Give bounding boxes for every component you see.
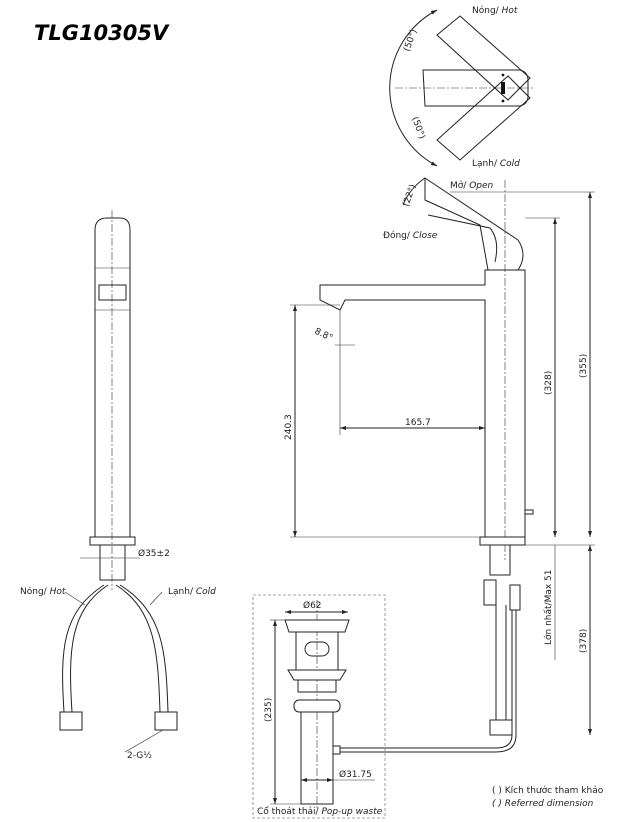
open-label-en: Open <box>469 181 493 191</box>
front-cold-label-en: Cold <box>196 587 216 597</box>
lever-angle: (22°) <box>401 183 418 208</box>
body-height: (328) <box>544 371 554 395</box>
max-thickness: Lớn nhất/Max 51 <box>543 570 554 646</box>
front-hot-label: Nóng/ <box>20 586 48 597</box>
note-reference-vi: ( ) Kích thước tham khảo <box>492 785 604 796</box>
side-view: 240.3 165.7 8.8° (328) (355) (378) Lớn n… <box>284 177 595 753</box>
spout-angle: 8.8° <box>313 327 334 344</box>
popup-top-diameter: Ø62 <box>303 600 322 611</box>
open-label: Mở/ <box>450 180 467 191</box>
top-cold-label-en: Cold <box>500 159 520 169</box>
popup-caption: Cổ thoát thải/ <box>257 806 320 817</box>
popup-caption-en: Pop-up waste <box>321 807 382 817</box>
popup-height: (235) <box>264 698 274 722</box>
top-hot-label-en: Hot <box>502 6 518 16</box>
below-deck-length: (378) <box>579 629 589 653</box>
svg-text:Lạnh/ Cold: Lạnh/ Cold <box>168 587 216 597</box>
top-hot-label: Nóng/ <box>472 5 500 16</box>
close-label-en: Close <box>413 231 438 241</box>
hole-diameter: Ø35±2 <box>138 548 170 559</box>
svg-text:Nóng/ Hot: Nóng/ Hot <box>20 586 66 597</box>
popup-pipe-diameter: Ø31.75 <box>339 769 372 780</box>
svg-text:Nóng/ Hot: Nóng/ Hot <box>472 5 518 16</box>
close-label: Đóng/ <box>383 230 411 241</box>
spout-height: 240.3 <box>284 414 294 440</box>
model-title: TLG10305V <box>34 21 170 45</box>
top-cold-label: Lạnh/ <box>472 159 498 169</box>
svg-text:Mở/ Open: Mở/ Open <box>450 180 494 191</box>
popup-waste: Ø62 (235) Ø31.75 Cổ thoát thải/ Pop-up w… <box>252 594 386 819</box>
note-reference-en: ( ) Referred dimension <box>492 799 594 809</box>
connection-size: 2-G½ <box>127 751 152 761</box>
spout-reach: 165.7 <box>405 418 431 428</box>
svg-text:Đóng/ Close: Đóng/ Close <box>383 230 438 241</box>
front-hot-label-en: Hot <box>50 587 66 597</box>
front-view: Ø35±2 Nóng/ Hot Lạnh/ Cold 2-G½ <box>20 210 216 761</box>
angle-cold: (50°) <box>409 116 426 141</box>
front-cold-label: Lạnh/ <box>168 587 194 597</box>
total-height: (355) <box>579 354 589 378</box>
angle-hot: (50°) <box>402 28 419 53</box>
top-view: Nóng/ Hot Lạnh/ Cold (50°) (50°) <box>389 5 535 169</box>
svg-text:Cổ thoát thải/ Pop-up waste: Cổ thoát thải/ Pop-up waste <box>257 806 383 817</box>
svg-text:Lạnh/ Cold: Lạnh/ Cold <box>472 159 520 169</box>
